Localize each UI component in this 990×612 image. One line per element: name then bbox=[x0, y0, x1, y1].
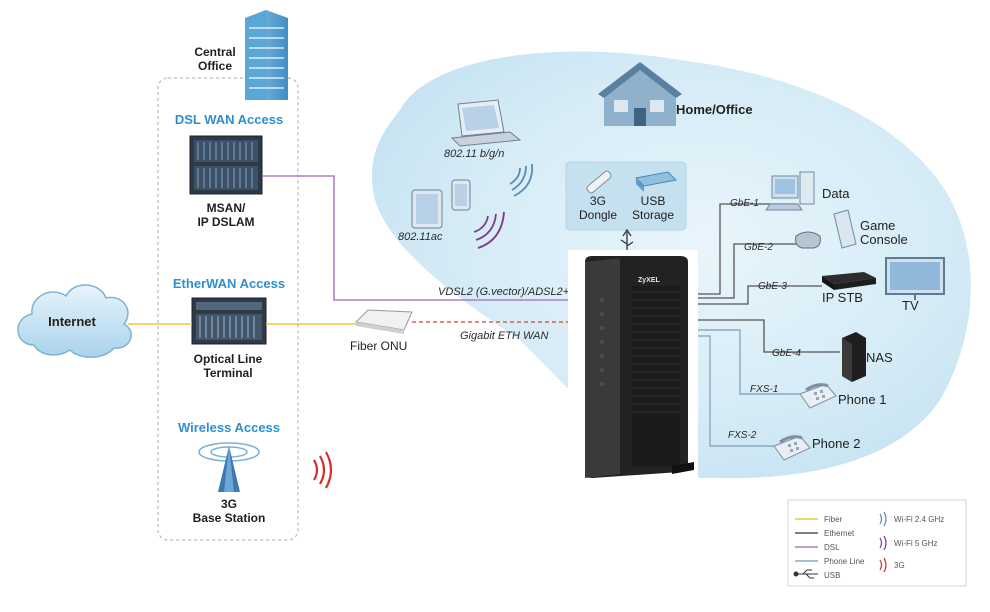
game-console-label: Game bbox=[860, 218, 895, 233]
home-office-label: Home/Office bbox=[676, 102, 753, 117]
legend-wifi5: Wi-Fi 5 GHz bbox=[894, 539, 938, 548]
phone-2-icon bbox=[773, 435, 811, 461]
port-fxs1-label: FXS-1 bbox=[750, 384, 778, 395]
port-gbe4-label: GbE-4 bbox=[772, 348, 801, 359]
port-gbe3-label: GbE-3 bbox=[758, 281, 787, 292]
gigabit-link-label: Gigabit ETH WAN bbox=[460, 330, 548, 342]
legend-usb: USB bbox=[824, 571, 840, 580]
phone-line-links bbox=[698, 329, 800, 447]
usb-storage-icon bbox=[634, 171, 678, 192]
olt-label-2: Terminal bbox=[203, 366, 252, 380]
3g-signal-icon bbox=[313, 451, 333, 489]
ip-stb-label: IP STB bbox=[822, 290, 863, 305]
etherwan-access-title: EtherWAN Access bbox=[173, 276, 285, 291]
fiber-onu-icon bbox=[354, 309, 413, 334]
tv-label: TV bbox=[902, 298, 919, 313]
msan-label-2: IP DSLAM bbox=[197, 215, 254, 229]
wifi24-legend-icon bbox=[879, 511, 887, 527]
game-console-icon bbox=[795, 209, 857, 249]
house-icon bbox=[598, 62, 682, 126]
dongle-label: 3G bbox=[590, 194, 606, 208]
building-icon bbox=[245, 10, 288, 100]
laptop-icon bbox=[450, 99, 522, 147]
access-network-panel bbox=[157, 77, 299, 541]
desktop-pc-icon bbox=[765, 171, 815, 211]
smartphone-icon bbox=[451, 179, 471, 211]
usb-storage-label-2: Storage bbox=[632, 208, 674, 222]
dslam-icon bbox=[189, 135, 263, 195]
legend-fiber: Fiber bbox=[824, 515, 843, 524]
wifi-5-signal-icon bbox=[473, 211, 505, 249]
router-icon bbox=[585, 256, 694, 478]
fiber-onu-label: Fiber ONU bbox=[350, 339, 407, 353]
wifi-24-signal-icon bbox=[509, 163, 534, 197]
router-brand-label: ZyXEL bbox=[638, 277, 661, 284]
olt-icon bbox=[191, 297, 267, 345]
nas-label: NAS bbox=[866, 350, 893, 365]
port-gbe1-label: GbE-1 bbox=[730, 198, 759, 209]
dsl-link bbox=[262, 175, 578, 301]
legend-dsl: DSL bbox=[824, 543, 840, 552]
wifi-bgn-label: 802.11 b/g/n bbox=[444, 148, 504, 160]
dsl-wan-access-title: DSL WAN Access bbox=[175, 112, 283, 127]
base-station-label-2: Base Station bbox=[193, 511, 266, 525]
legend-3g: 3G bbox=[894, 561, 905, 570]
olt-label: Optical Line bbox=[194, 352, 263, 366]
base-station-label: 3G bbox=[221, 497, 237, 511]
central-office-label: Central bbox=[194, 45, 235, 59]
port-fxs2-label: FXS-2 bbox=[728, 430, 757, 441]
tablet-icon bbox=[411, 189, 443, 229]
legend-ethernet: Ethernet bbox=[824, 529, 855, 538]
wifi-ac-label: 802.11ac bbox=[398, 231, 443, 243]
port-gbe2-label: GbE-2 bbox=[744, 242, 773, 253]
usb-symbol-icon bbox=[620, 228, 634, 252]
ethernet-links bbox=[698, 203, 840, 353]
internet-label: Internet bbox=[48, 314, 96, 329]
dongle-icon bbox=[586, 170, 612, 194]
tv-icon bbox=[885, 257, 945, 300]
internet-cloud-icon bbox=[17, 284, 132, 358]
vdsl-link-label: VDSL2 (G.vector)/ADSL2+ bbox=[438, 286, 570, 298]
phone-2-label: Phone 2 bbox=[812, 436, 860, 451]
wireless-access-title: Wireless Access bbox=[178, 420, 280, 435]
nas-icon bbox=[842, 332, 866, 382]
dongle-label-2: Dongle bbox=[579, 208, 617, 222]
3g-legend-icon bbox=[879, 557, 887, 573]
usb-legend-icon bbox=[793, 569, 818, 579]
central-office-label-2: Office bbox=[198, 59, 232, 73]
legend-wifi24: Wi-Fi 2.4 GHz bbox=[894, 515, 944, 524]
set-top-box-icon bbox=[822, 272, 876, 290]
legend-phone-line: Phone Line bbox=[824, 557, 865, 566]
msan-label: MSAN/ bbox=[207, 201, 246, 215]
wifi5-legend-icon bbox=[879, 535, 887, 551]
game-console-label-2: Console bbox=[860, 232, 908, 247]
phone-1-icon bbox=[799, 383, 837, 409]
data-device-label: Data bbox=[822, 186, 850, 201]
cell-tower-icon bbox=[198, 442, 260, 492]
legend: Fiber Ethernet DSL Phone Line USB Wi-Fi … bbox=[787, 499, 967, 587]
phone-1-label: Phone 1 bbox=[838, 392, 886, 407]
usb-storage-label: USB bbox=[641, 194, 666, 208]
